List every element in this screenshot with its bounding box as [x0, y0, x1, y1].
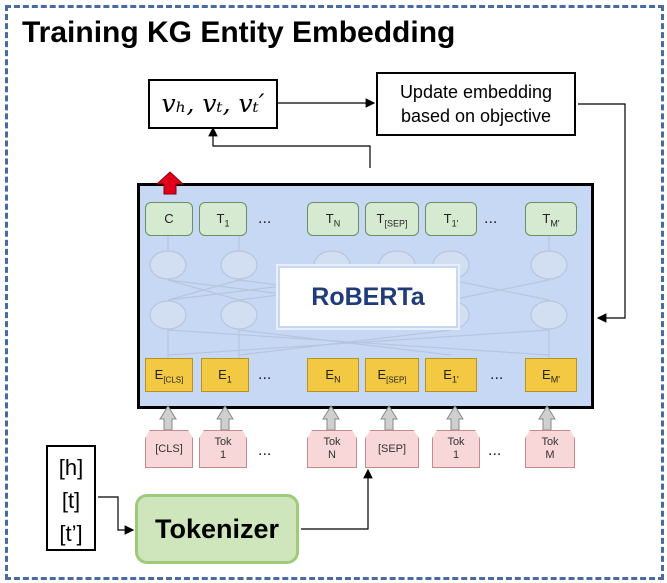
diagram-title: Training KG Entity Embedding: [22, 16, 456, 49]
triple-label: vₕ, vₜ, vₜ′: [161, 89, 265, 118]
triple-embedding-box: vₕ, vₜ, vₜ′: [148, 79, 278, 129]
input-negative-tail: [t’]: [59, 521, 83, 546]
tokenizer-box: Tokenizer: [135, 494, 299, 564]
embedding-sep: E[SEP]: [365, 358, 419, 392]
embedding-n: EN: [307, 358, 359, 392]
ellipsis: ...: [258, 210, 272, 227]
output-token-sep: T[SEP]: [365, 202, 419, 236]
ellipsis: ...: [484, 210, 498, 227]
update-embedding-box: Update embedding based on objective: [376, 72, 576, 136]
embedding-1: E1: [201, 358, 249, 392]
output-token-cls: C: [145, 202, 193, 236]
output-token-1-prime: T1': [425, 202, 477, 236]
raw-token-cls: [CLS]: [145, 430, 193, 468]
ellipsis: ...: [490, 366, 504, 383]
raw-token-sep: [SEP]: [365, 430, 419, 468]
output-token-n: TN: [307, 202, 359, 236]
ellipsis: ...: [488, 442, 502, 459]
input-head: [h]: [58, 455, 84, 480]
roberta-label: RoBERTa: [276, 264, 460, 330]
output-token-m-prime: TM': [525, 202, 577, 236]
update-line-1: Update embedding: [399, 82, 553, 102]
input-triple-box: [h] [t] [t’]: [46, 445, 96, 551]
figure-frame: [5, 5, 664, 580]
embedding-1-prime: E1': [425, 358, 477, 392]
embedding-m-prime: EM': [525, 358, 577, 392]
update-line-2: based on objective: [400, 106, 552, 126]
input-tail: [t]: [61, 488, 81, 513]
ellipsis: ...: [258, 366, 272, 383]
ellipsis: ...: [258, 442, 272, 459]
output-token-1: T1: [199, 202, 247, 236]
embedding-cls: E[CLS]: [145, 358, 193, 392]
